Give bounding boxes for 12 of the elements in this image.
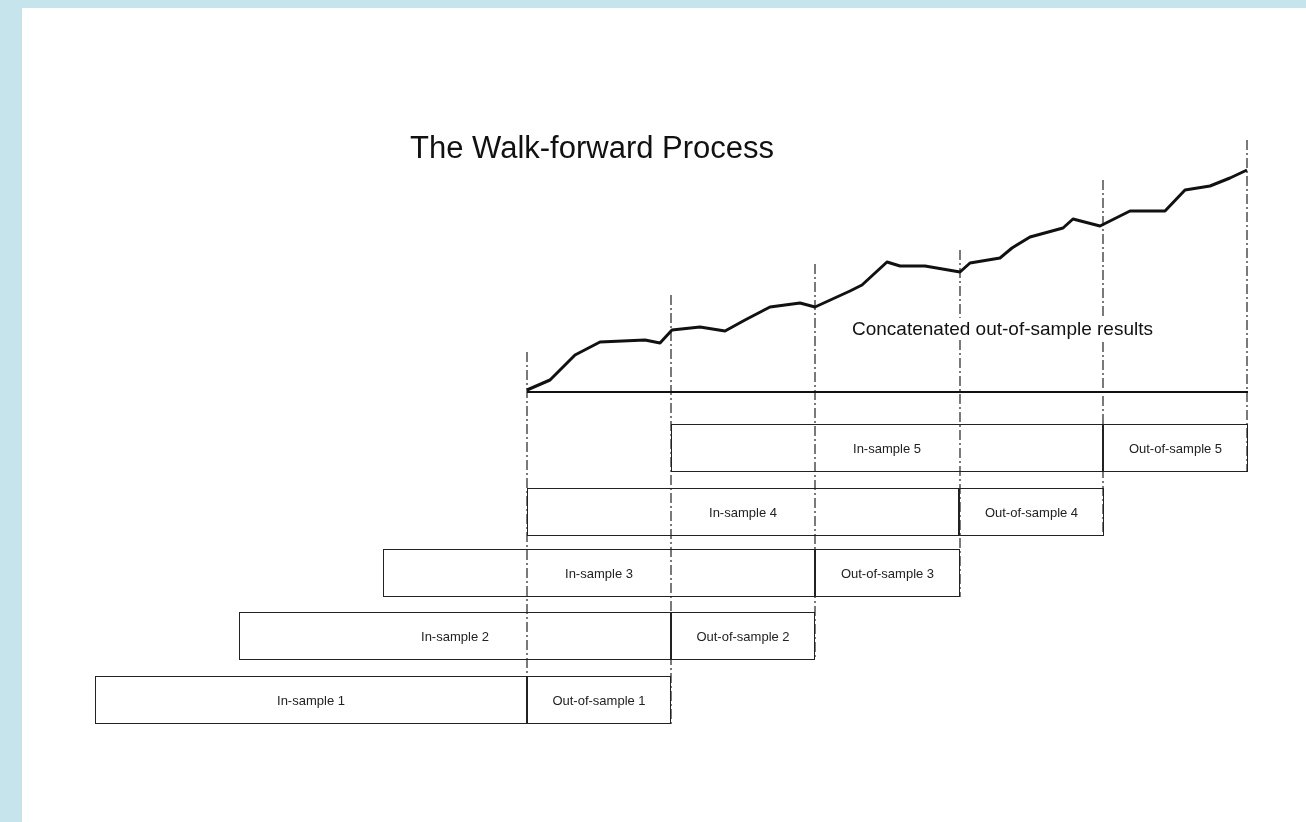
in-sample-bar: In-sample 4 xyxy=(527,488,959,536)
curve-label: Concatenated out-of-sample results xyxy=(850,318,1155,340)
out-of-sample-bar: Out-of-sample 3 xyxy=(815,549,960,597)
out-of-sample-bar: Out-of-sample 4 xyxy=(959,488,1104,536)
in-sample-bar: In-sample 5 xyxy=(671,424,1103,472)
out-of-sample-bar: Out-of-sample 2 xyxy=(671,612,815,660)
in-sample-bar: In-sample 3 xyxy=(383,549,815,597)
out-of-sample-bar: Out-of-sample 1 xyxy=(527,676,671,724)
in-sample-bar: In-sample 2 xyxy=(239,612,671,660)
diagram-title: The Walk-forward Process xyxy=(410,130,775,166)
out-of-sample-bar: Out-of-sample 5 xyxy=(1103,424,1248,472)
in-sample-bar: In-sample 1 xyxy=(95,676,527,724)
